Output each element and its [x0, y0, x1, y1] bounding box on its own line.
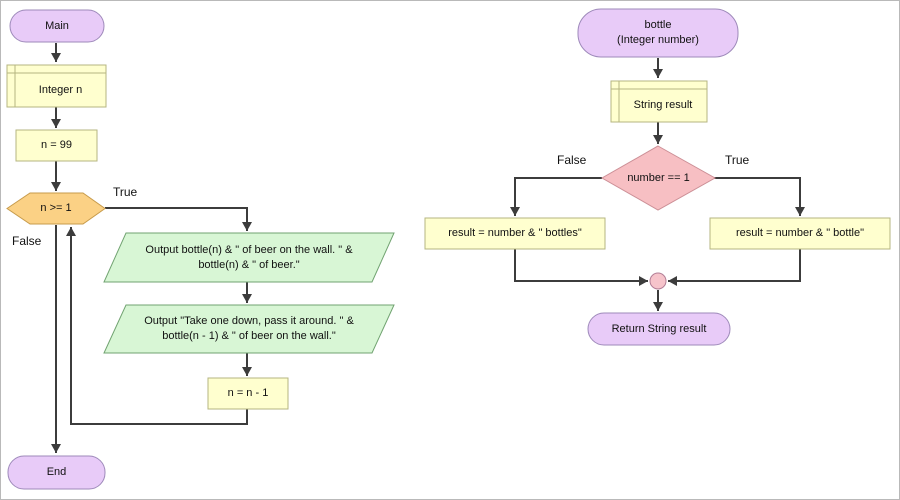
- terminal-return-node[interactable]: [587, 312, 731, 346]
- output2-node[interactable]: [103, 304, 395, 354]
- connector-false-to-junction: [514, 249, 648, 286]
- assignment-decrement-node[interactable]: [207, 377, 289, 410]
- connector-true-to-junction: [668, 249, 801, 286]
- output1-node[interactable]: [103, 232, 395, 283]
- connector-loop-back: [66, 227, 248, 425]
- assignment-n-99-node[interactable]: [15, 129, 98, 162]
- assignment-bottles-node[interactable]: [424, 217, 606, 250]
- connector-decision-false: [510, 177, 602, 216]
- connector-loop-true: [105, 207, 252, 231]
- connector-decision-true: [714, 177, 805, 216]
- declaration-integer-n-node[interactable]: [6, 64, 107, 108]
- junction-merge-node[interactable]: [649, 272, 667, 290]
- terminal-main-node[interactable]: [9, 9, 105, 43]
- assignment-bottle-node[interactable]: [709, 217, 891, 250]
- terminal-end-node[interactable]: [7, 455, 106, 490]
- loop-condition-node[interactable]: [6, 192, 106, 225]
- decision-number-equals-1-node[interactable]: [600, 145, 717, 211]
- declaration-string-result-node[interactable]: [610, 80, 708, 123]
- terminal-function-bottle-node[interactable]: [577, 8, 739, 58]
